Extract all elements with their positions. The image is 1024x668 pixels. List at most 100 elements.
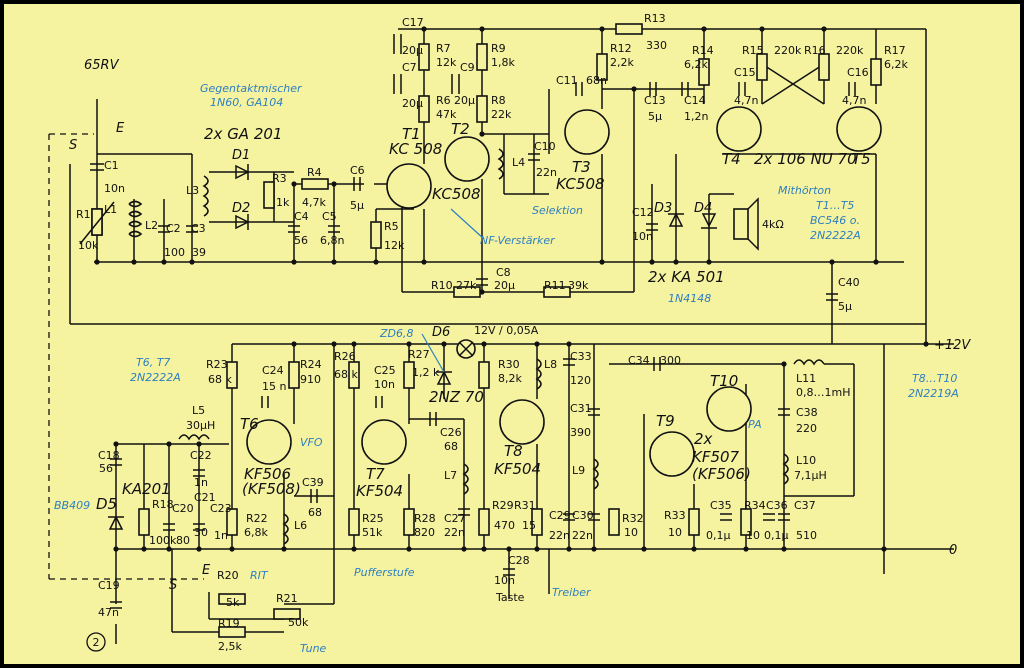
label-t8: T8 [504, 442, 523, 460]
label-r5: R5 [384, 220, 399, 233]
label-c25v: 10n [374, 378, 395, 391]
label-t45-type: 2x 106 NU 70 [754, 150, 857, 168]
label-c26v: 68 [444, 440, 458, 453]
label-c4: C4 [294, 210, 309, 223]
label-c37v: 510 [796, 529, 817, 542]
label-c12: C12 [632, 206, 654, 219]
label-c23v: 1n [214, 529, 228, 542]
label-r8v: 22k [491, 108, 512, 121]
label-r10: R10 [431, 279, 453, 292]
label-r29v: 470 [494, 519, 515, 532]
label-e-bot: E [202, 563, 211, 578]
label-r31: R31 [514, 499, 536, 512]
label-c5v: 6,8n [320, 234, 344, 247]
label-bb409: BB409 [54, 499, 90, 512]
label-t7-type: KF504 [356, 482, 403, 500]
label-c34: C34 [628, 354, 650, 367]
label-65rv: 65RV [84, 58, 120, 73]
label-taste: Taste [495, 591, 525, 604]
label-l9: L9 [572, 464, 585, 477]
label-t8-type: KF504 [494, 460, 541, 478]
label-c4v: 56 [294, 234, 308, 247]
label-c1: C1 [104, 159, 119, 172]
label-d6-type: 2NZ 70 [429, 388, 484, 406]
label-c9v: 20μ [454, 94, 475, 107]
label-c24v: 15 n [262, 380, 286, 393]
label-r23v: 68 k [208, 373, 232, 386]
note-mithoerton: Mithörton [778, 184, 831, 197]
label-e-top: E [116, 121, 125, 136]
label-c17v: 20μ [402, 44, 423, 57]
label-t10: T10 [710, 372, 738, 390]
label-l5v: 30μH [186, 419, 215, 432]
label-c18: C18 [98, 449, 120, 462]
label-r28v: 820 [414, 526, 435, 539]
label-mixer-type: 2x GA 201 [204, 125, 282, 143]
diode-bodies [108, 164, 759, 530]
label-spk: 4kΩ [762, 218, 784, 231]
label-vfo: VFO [300, 436, 323, 449]
label-r24: R24 [300, 358, 322, 371]
label-r7v: 12k [436, 56, 457, 69]
label-r6v: 47k [436, 108, 457, 121]
label-t910-n: 2x [694, 430, 713, 448]
label-c21: C21 [194, 491, 216, 504]
label-c8: C8 [496, 266, 511, 279]
label-t3-type: KC508 [556, 175, 605, 193]
label-t4: T4 [722, 150, 741, 168]
note-2n2222a-a: 2N2222A [810, 229, 861, 242]
label-c27v: 22n [444, 526, 465, 539]
label-ka201: KA201 [122, 480, 171, 498]
note-zd68: ZD6,8 [379, 327, 414, 340]
label-c16: C16 [847, 66, 869, 79]
label-r1v: 10k [78, 239, 99, 252]
label-l1: L1 [104, 203, 117, 216]
label-r26v: 68 k [334, 368, 358, 381]
label-tune: Tune [300, 642, 327, 655]
label-c16v: 4,7n [842, 94, 866, 107]
label-c9: C9 [460, 61, 475, 74]
label-t6-type: KF506 [244, 465, 291, 483]
label-c14v: 1,2n [684, 110, 708, 123]
annotation-leaders [421, 208, 485, 373]
label-r1: R1 [76, 208, 91, 221]
label-r34v: 10 [746, 529, 760, 542]
note-t8t10: T8…T10 [912, 372, 957, 385]
label-r12: R12 [610, 42, 632, 55]
label-r6: R6 [436, 94, 451, 107]
label-c19v: 47n [98, 606, 119, 619]
label-d4: D4 [694, 201, 712, 216]
capacitor-bodies [90, 34, 856, 609]
label-l4: L4 [512, 156, 525, 169]
label-c22v: 1n [194, 476, 208, 489]
label-r33: R33 [664, 509, 686, 522]
label-c22: C22 [190, 449, 212, 462]
label-c24: C24 [262, 364, 284, 377]
note-selektion: Selektion [532, 204, 583, 217]
label-d5: D5 [96, 495, 117, 513]
label-c13: C13 [644, 94, 666, 107]
label-t7: T7 [366, 465, 385, 483]
figure-number: 2 [86, 632, 106, 652]
label-l7: L7 [444, 469, 457, 482]
resistor-bodies [91, 23, 882, 638]
label-r3: R3 [272, 172, 287, 185]
label-pufferstufe: Pufferstufe [354, 566, 415, 579]
label-r33v: 10 [668, 526, 682, 539]
label-c33: C33 [570, 350, 592, 363]
label-l10v: 7,1μH [794, 469, 827, 482]
label-r10v: 27k [456, 279, 477, 292]
label-c30: C30 [572, 509, 594, 522]
label-zero: 0 [949, 543, 957, 558]
label-t6: T6 [240, 415, 259, 433]
label-t3: T3 [572, 158, 591, 176]
label-r20v: 5k [226, 596, 240, 609]
label-c7v: 20μ [402, 97, 423, 110]
label-r25v: 51k [362, 526, 383, 539]
label-r4v: 4,7k [302, 196, 326, 209]
label-r16: R16 [804, 44, 826, 57]
